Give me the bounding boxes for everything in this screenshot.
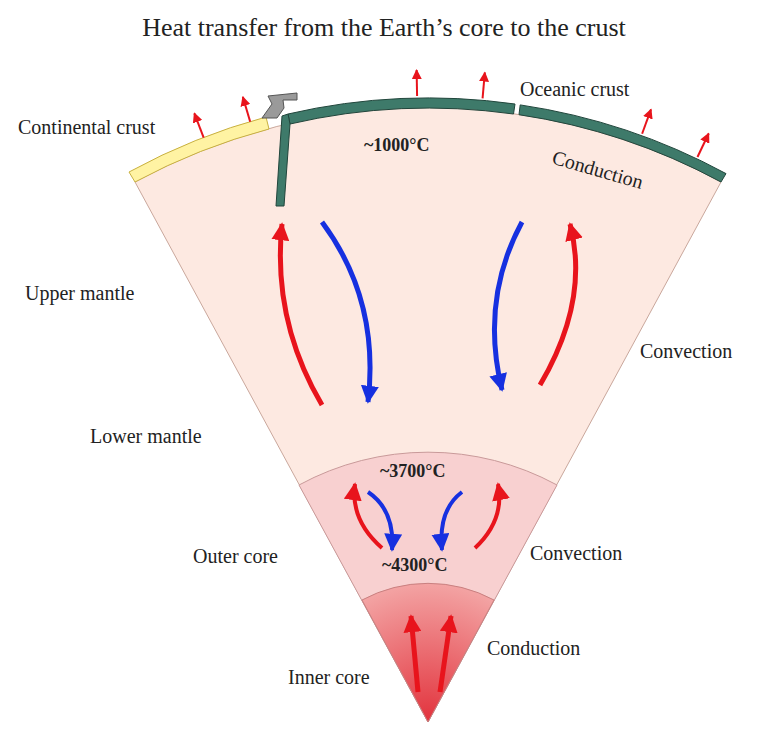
sinking-current-arrow — [322, 222, 370, 402]
rising-current-arrow — [540, 224, 576, 385]
temperature-label: ~1000°C — [364, 136, 430, 156]
process-label: Conduction — [487, 637, 580, 659]
sinking-current-arrow — [494, 222, 522, 390]
surface-heat-arrow — [483, 72, 485, 98]
process-label: Convection — [530, 542, 622, 564]
surface-heat-arrow — [194, 113, 203, 137]
sinking-current-arrow — [441, 492, 462, 550]
conduction-arrow — [411, 616, 418, 692]
sinking-current-arrow — [368, 492, 392, 550]
surface-heat-arrow — [416, 70, 418, 96]
inner-core-region — [362, 583, 494, 722]
temperature-label: ~4300°C — [382, 556, 448, 576]
oceanic-plate — [288, 98, 515, 124]
surface-heat-arrow — [642, 109, 651, 133]
layer-label: Continental crust — [18, 116, 155, 138]
conduction-arrow — [440, 616, 451, 692]
subducting-slab — [276, 114, 290, 206]
rising-current-arrow — [475, 484, 499, 548]
process-label: Convection — [640, 340, 732, 362]
diagram-title: Heat transfer from the Earth’s core to t… — [0, 14, 768, 43]
rising-current-arrow — [280, 224, 322, 405]
volcano-symbol — [262, 93, 297, 118]
surface-heat-arrow — [697, 134, 708, 157]
surface-heat-arrows — [194, 70, 708, 157]
layer-label: Inner core — [288, 666, 370, 688]
layer-label: Upper mantle — [25, 282, 134, 304]
surface-heat-arrow — [243, 97, 250, 122]
mantle-region — [135, 108, 721, 722]
layer-label: Outer core — [193, 545, 278, 567]
temperature-label: ~3700°C — [380, 462, 446, 482]
layer-label: Oceanic crust — [520, 78, 629, 100]
layer-label: Lower mantle — [90, 425, 202, 447]
